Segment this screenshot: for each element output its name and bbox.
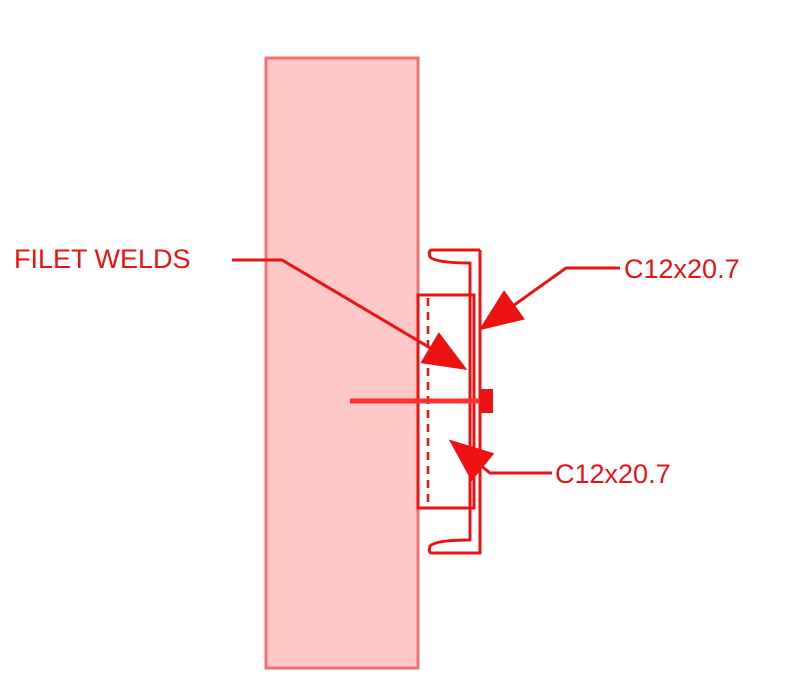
channel-bottom-leader: [448, 439, 552, 482]
rod-nut: [480, 389, 493, 413]
wall-column: [264, 56, 420, 670]
channel-section: [427, 248, 482, 555]
channel-top-label: C12x20.7: [624, 254, 740, 284]
channel-bottom-label: C12x20.7: [555, 459, 671, 489]
filet-welds-label: FILET WELDS: [14, 244, 191, 274]
channel-top-leader: [478, 266, 620, 331]
filet-welds-leader: [232, 258, 468, 371]
